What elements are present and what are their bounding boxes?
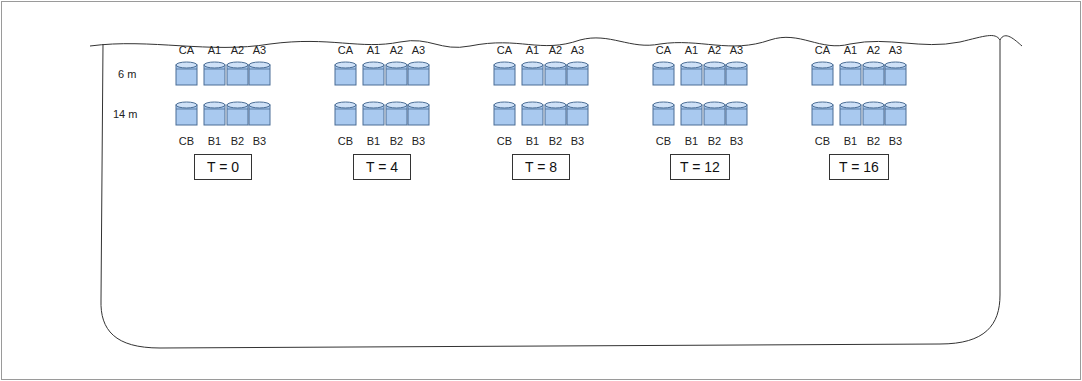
- enclosure-label: B3: [730, 136, 743, 147]
- enclosure-label: B2: [390, 136, 403, 147]
- time-label: T = 16: [839, 160, 879, 174]
- depth-label: 14 m: [113, 109, 137, 120]
- time-label: T = 4: [366, 160, 398, 174]
- enclosure-label: A3: [730, 45, 743, 56]
- enclosure-label: A2: [231, 45, 244, 56]
- enclosure-label: B3: [571, 136, 584, 147]
- enclosure-label: A3: [571, 45, 584, 56]
- enclosure-label: B3: [253, 136, 266, 147]
- enclosure-label: B3: [412, 136, 425, 147]
- enclosure-label: A1: [367, 45, 380, 56]
- time-label: T = 12: [680, 160, 720, 174]
- enclosure-label: B1: [526, 136, 539, 147]
- enclosure-label: CB: [497, 136, 512, 147]
- enclosure-label: B2: [231, 136, 244, 147]
- enclosure-label: A2: [549, 45, 562, 56]
- time-label: T = 8: [525, 160, 557, 174]
- enclosure-label: A2: [867, 45, 880, 56]
- lake-basin: [101, 40, 1000, 348]
- enclosure-label: B2: [867, 136, 880, 147]
- enclosure-label: A1: [208, 45, 221, 56]
- enclosure-label: CA: [179, 45, 194, 56]
- enclosure-group: [176, 62, 270, 125]
- enclosure-label: B1: [367, 136, 380, 147]
- enclosure-group: [494, 62, 588, 125]
- time-box: T = 12: [670, 154, 730, 180]
- time-box: T = 16: [829, 154, 889, 180]
- enclosure-label: A2: [708, 45, 721, 56]
- enclosure-label: B2: [708, 136, 721, 147]
- time-box: T = 0: [194, 154, 252, 180]
- enclosure-label: B1: [208, 136, 221, 147]
- time-label: T = 0: [207, 160, 239, 174]
- enclosure-label: A1: [526, 45, 539, 56]
- enclosure-label: CB: [179, 136, 194, 147]
- time-box: T = 4: [353, 154, 411, 180]
- enclosure-group: [812, 62, 906, 125]
- enclosure-label: CB: [815, 136, 830, 147]
- enclosure-label: CA: [497, 45, 512, 56]
- enclosure-label: B3: [889, 136, 902, 147]
- enclosure-label: B1: [685, 136, 698, 147]
- enclosure-label: CA: [656, 45, 671, 56]
- enclosure-group: [653, 62, 747, 125]
- enclosure-label: A3: [253, 45, 266, 56]
- enclosure-label: A3: [889, 45, 902, 56]
- enclosure-label: A3: [412, 45, 425, 56]
- enclosure-label: CB: [338, 136, 353, 147]
- enclosure-label: A2: [390, 45, 403, 56]
- enclosure-label: B2: [549, 136, 562, 147]
- enclosure-label: B1: [844, 136, 857, 147]
- enclosure-label: CA: [338, 45, 353, 56]
- enclosure-label: A1: [685, 45, 698, 56]
- depth-label: 6 m: [118, 69, 136, 80]
- enclosure-group: [335, 62, 429, 125]
- enclosure-label: CA: [815, 45, 830, 56]
- enclosure-label: A1: [844, 45, 857, 56]
- enclosure-label: CB: [656, 136, 671, 147]
- time-box: T = 8: [512, 154, 570, 180]
